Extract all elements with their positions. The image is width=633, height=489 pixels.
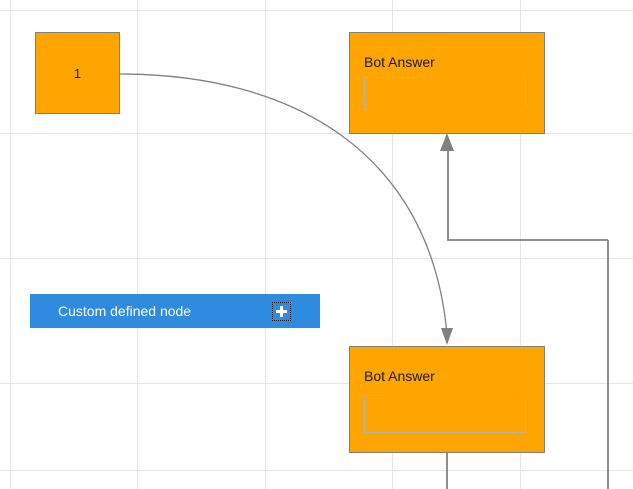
connector-start-to-bottom-answer[interactable] xyxy=(119,73,453,345)
node-bot-answer-top[interactable]: Bot Answer xyxy=(349,32,545,134)
custom-defined-node-bar[interactable]: Custom defined node xyxy=(30,294,320,328)
add-node-button[interactable] xyxy=(272,302,291,321)
custom-defined-node-label: Custom defined node xyxy=(58,303,192,319)
node-start[interactable]: 1 xyxy=(35,32,120,114)
node-bot-answer-bottom[interactable]: Bot Answer xyxy=(349,346,545,453)
node-bot-answer-top-field[interactable] xyxy=(364,77,526,110)
node-bot-answer-bottom-title: Bot Answer xyxy=(364,368,435,384)
connector-loop-to-top-answer[interactable] xyxy=(440,133,609,489)
node-start-label: 1 xyxy=(73,65,82,81)
arrowhead-down-icon xyxy=(441,328,453,345)
plus-icon xyxy=(276,306,287,317)
node-bot-answer-bottom-field[interactable] xyxy=(364,395,526,433)
node-bot-answer-top-title: Bot Answer xyxy=(364,54,435,70)
arrowhead-up-icon xyxy=(440,133,454,151)
